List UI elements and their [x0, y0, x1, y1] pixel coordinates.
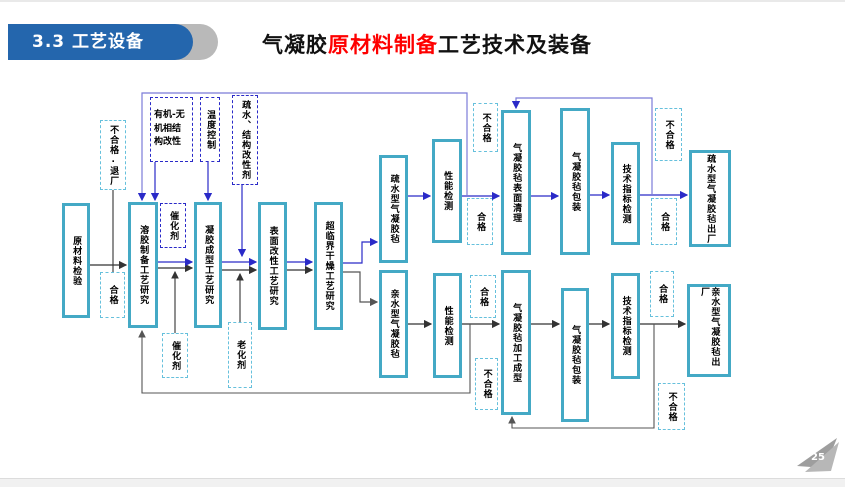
node-hydrophobic-felt: 疏水型气凝胶毡	[379, 155, 408, 263]
label-pass-tech-top: 合格	[651, 198, 677, 245]
node-performance-test-top: 性能检测	[432, 139, 462, 243]
node-hydrophilic-felt: 亲水型气凝胶毡	[379, 270, 408, 378]
input-label: 有机-无机相结构改性	[154, 109, 185, 148]
label-text: 不合格	[480, 112, 491, 143]
node-tech-index-test-top: 技术指标检测	[611, 142, 640, 245]
page-number: 25	[811, 452, 825, 463]
node-gel-forming: 凝胶成型工艺研究	[194, 202, 222, 328]
node-label: 气凝胶毡加工成型	[511, 302, 522, 383]
label-text: 不合格	[666, 391, 677, 422]
label-text: 老化剂	[235, 340, 246, 370]
node-label: 性能检测	[442, 305, 453, 346]
node-tech-index-test-bottom: 技术指标检测	[611, 273, 640, 379]
node-label: 凝胶成型工艺研究	[203, 225, 214, 305]
node-felt-processing: 气凝胶毡加工成型	[501, 270, 531, 415]
node-label: 表面改性工艺研究	[267, 226, 278, 306]
label-text: 合格	[478, 286, 489, 307]
title-suffix: 工艺技术及装备	[438, 33, 592, 57]
page-number-plane: 25	[797, 438, 839, 472]
input-label: 疏水、结构改性剂	[240, 100, 251, 180]
label-text: 不合格.退厂	[108, 124, 119, 186]
label-pass-perf-top: 合格	[467, 198, 493, 245]
node-packaging-bottom: 气凝胶毡包装	[561, 288, 589, 422]
label-text: 不合格	[481, 369, 492, 399]
node-supercritical-drying: 超临界干燥工艺研究	[314, 202, 343, 330]
node-label: 气凝胶毡包装	[570, 151, 581, 212]
section-badge: 3.3 工艺设备	[8, 24, 193, 60]
label-pass-perf-bottom: 合格	[470, 275, 496, 318]
node-hydrophobic-delivery: 疏水型气凝胶毡出厂	[689, 150, 731, 247]
plane-fold	[805, 442, 839, 472]
label-fail-tech-top: 不合格	[655, 108, 682, 161]
node-packaging-top: 气凝胶毡包装	[560, 108, 590, 255]
label-fail-tech-bottom: 不合格	[658, 383, 685, 430]
node-label: 疏水型气凝胶毡出厂	[705, 153, 716, 244]
footer-bar	[0, 478, 845, 487]
label-fail-perf-bottom: 不合格	[475, 358, 498, 410]
title-prefix: 气凝胶	[262, 33, 328, 57]
node-raw-material-inspection: 原材料检验	[62, 203, 90, 318]
label-text: 合格	[475, 211, 486, 232]
node-label: 原材料检验	[71, 235, 82, 286]
input-label: 温度控制	[205, 109, 216, 150]
node-label: 溶胶制备工艺研究	[138, 225, 149, 305]
node-label: 技术指标检测	[620, 163, 631, 224]
node-label: 疏水型气凝胶毡	[388, 174, 399, 244]
node-hydrophilic-delivery: 亲水型气凝胶毡出厂	[687, 284, 731, 377]
label-fail-perf-top: 不合格	[473, 103, 498, 152]
node-label: 亲水型气凝胶毡	[388, 289, 399, 359]
input-label: 催化剂	[168, 210, 179, 241]
node-label: 亲水型气凝胶毡出厂	[699, 287, 720, 367]
title-highlight: 原材料制备	[328, 33, 438, 57]
label-text: 催化剂	[170, 340, 181, 371]
node-surface-cleaning: 气凝胶毡表面清理	[501, 110, 531, 255]
node-sol-preparation: 溶胶制备工艺研究	[128, 202, 158, 328]
input-hydrophobic-structure-agent: 疏水、结构改性剂	[232, 95, 258, 185]
node-performance-test-bottom: 性能检测	[433, 273, 462, 378]
node-label: 超临界干燥工艺研究	[323, 221, 334, 311]
input-aging-agent: 老化剂	[228, 322, 252, 388]
node-surface-modification: 表面改性工艺研究	[258, 202, 287, 330]
top-divider	[0, 0, 845, 2]
label-pass-raw: 合格	[100, 272, 125, 318]
label-fail-return: 不合格.退厂	[100, 120, 126, 190]
node-label: 性能检测	[442, 171, 453, 211]
label-text: 合格	[659, 211, 670, 232]
input-organic-inorganic-modification: 有机-无机相结构改性	[150, 97, 193, 162]
input-temperature-control: 温度控制	[200, 97, 220, 162]
node-label: 技术指标检测	[620, 296, 631, 356]
slide-title: 气凝胶原材料制备工艺技术及装备	[262, 29, 592, 59]
node-label: 气凝胶毡包装	[570, 325, 581, 385]
label-text: 合格	[107, 285, 118, 305]
node-label: 气凝胶毡表面清理	[511, 142, 522, 223]
input-catalyst-top: 催化剂	[160, 203, 186, 248]
label-pass-tech-bottom: 合格	[650, 271, 674, 317]
label-text: 不合格	[663, 119, 674, 150]
input-catalyst-bottom: 催化剂	[162, 333, 188, 378]
label-text: 合格	[657, 284, 668, 304]
